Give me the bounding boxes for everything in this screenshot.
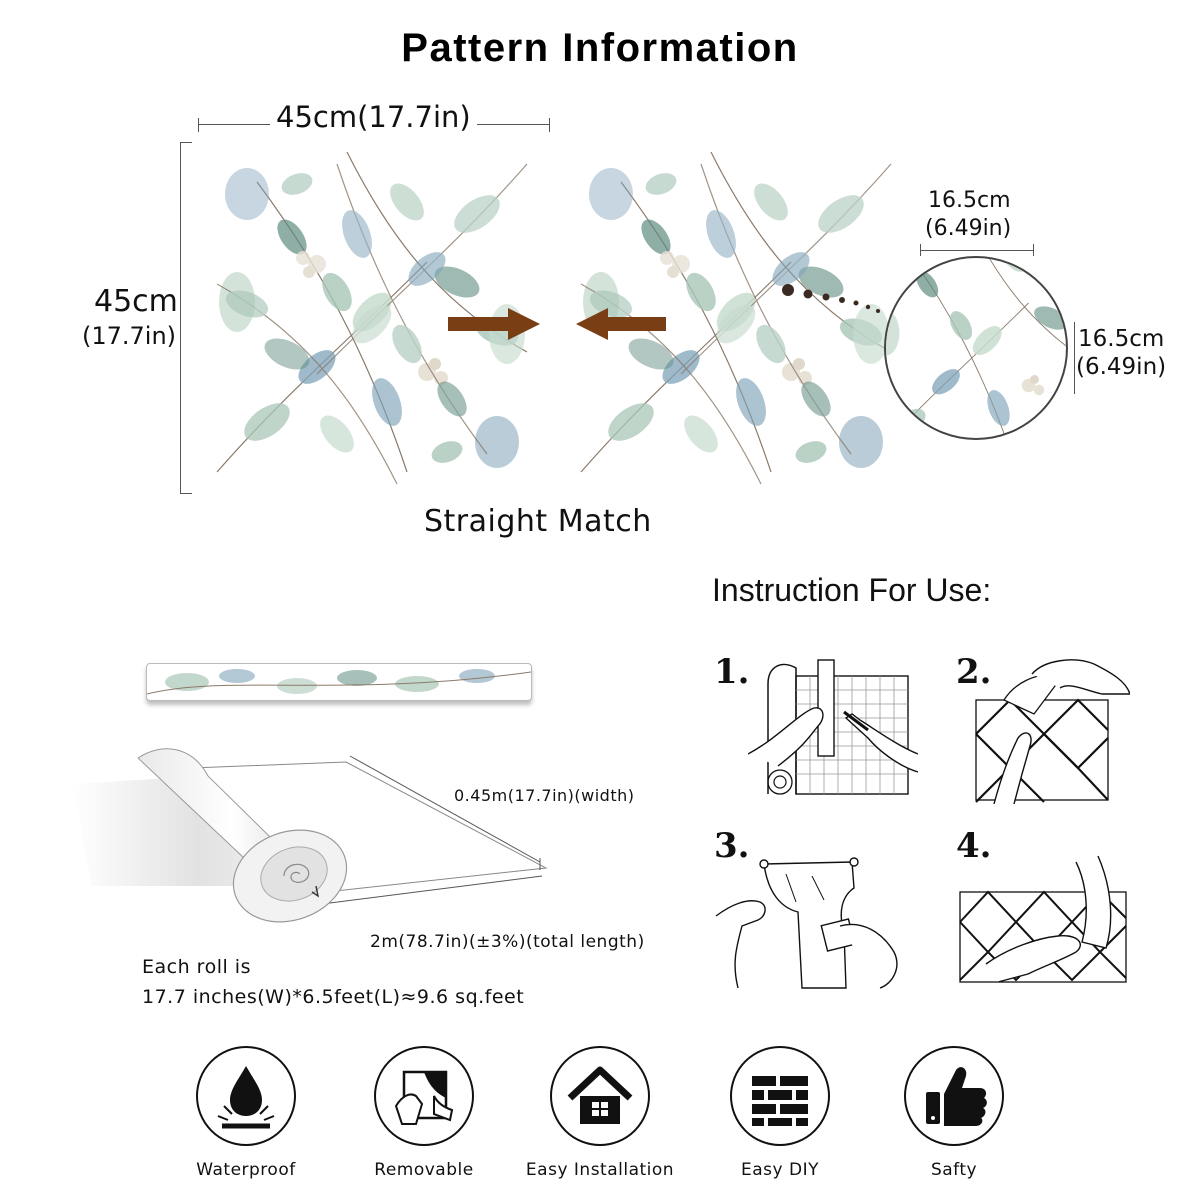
house-icon <box>550 1046 650 1146</box>
wallpaper-roll-illustration <box>72 748 548 923</box>
roll-length-label: 2m(78.7in)(±3%)(total length) <box>370 932 645 952</box>
step-1-cut-illustration-icon <box>748 659 918 795</box>
circle-width-cm: 16.5cm <box>928 188 1011 213</box>
removable-icon <box>374 1046 474 1146</box>
each-roll-summary: Each roll is 17.7 inches(W)*6.5feet(L)≈9… <box>142 952 524 1012</box>
feature-label-removable: Removable <box>374 1160 474 1180</box>
height-dimension-line <box>180 142 181 494</box>
step-2-peel-illustration-icon <box>975 659 1130 804</box>
each-roll-line-1: Each roll is <box>142 956 251 978</box>
width-dimension-tick-left <box>198 118 199 132</box>
feature-label-easy-installation: Easy Installation <box>525 1160 675 1180</box>
feature-safty: Safty <box>864 1046 1044 1180</box>
step-4-number: 4. <box>956 826 992 866</box>
circle-height-in: (6.49in) <box>1076 354 1167 380</box>
match-arrow-left-icon <box>576 308 666 340</box>
thumbs-up-icon <box>904 1046 1004 1146</box>
height-dimension-tick-bottom <box>180 493 192 494</box>
feature-easy-installation: Easy Installation <box>510 1046 690 1180</box>
pattern-height-in: (17.7in) <box>82 322 177 350</box>
feature-removable: Removable <box>334 1046 514 1180</box>
feature-waterproof: Waterproof <box>156 1046 336 1180</box>
pattern-zoom-circle <box>884 256 1068 440</box>
width-dimension-tick-right <box>549 118 550 132</box>
circle-width-in: (6.49in) <box>925 216 1012 241</box>
rolled-sample-strip <box>146 663 532 701</box>
page-title: Pattern Information <box>401 26 799 70</box>
feature-label-safty: Safty <box>930 1160 978 1180</box>
instruction-title: Instruction For Use: <box>712 572 992 608</box>
circle-width-line <box>920 250 1034 251</box>
match-caption: Straight Match <box>424 504 652 539</box>
feature-easy-diy: Easy DIY <box>690 1046 870 1180</box>
waterproof-icon <box>196 1046 296 1146</box>
roll-width-label: 0.45m(17.7in)(width) <box>454 786 635 805</box>
step-1-number: 1. <box>714 652 750 692</box>
step-4-press-illustration-icon <box>959 855 1127 983</box>
circle-height-cm: 16.5cm <box>1078 326 1165 352</box>
brick-wall-icon <box>730 1046 830 1146</box>
match-arrow-right-icon <box>448 308 540 340</box>
circle-width-tick-right <box>1033 244 1034 256</box>
circle-height-line <box>1074 322 1075 394</box>
zoom-connector-dots <box>782 284 880 313</box>
feature-label-waterproof: Waterproof <box>196 1160 296 1180</box>
circle-width-tick-left <box>920 244 921 256</box>
step-3-hang-illustration-icon <box>715 857 898 989</box>
pattern-height-cm: 45cm <box>94 284 178 319</box>
feature-label-easy-diy: Easy DIY <box>741 1160 819 1180</box>
each-roll-line-2: 17.7 inches(W)*6.5feet(L)≈9.6 sq.feet <box>142 986 525 1008</box>
step-3-number: 3. <box>714 826 750 866</box>
height-dimension-tick-top <box>180 142 192 143</box>
pattern-width-label: 45cm(17.7in) <box>270 100 477 134</box>
step-2-number: 2. <box>956 652 992 692</box>
